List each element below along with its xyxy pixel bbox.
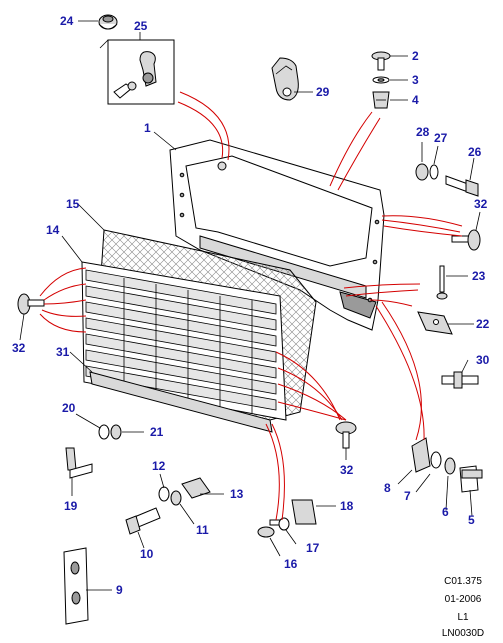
callout-17: 17 bbox=[306, 541, 320, 555]
callout-11: 11 bbox=[196, 523, 209, 537]
callout-32-right: 32 bbox=[474, 197, 488, 211]
mounting-plate-part bbox=[63, 547, 89, 625]
screw-washer-nut-parts bbox=[257, 499, 317, 538]
callout-29: 29 bbox=[316, 85, 330, 99]
push-fastener-left-part bbox=[17, 293, 45, 315]
nut-washer-bolt-parts bbox=[415, 163, 479, 197]
callout-16: 16 bbox=[284, 557, 298, 571]
callout-4: 4 bbox=[412, 93, 419, 107]
stud-part bbox=[441, 371, 479, 389]
seal-strip-part bbox=[89, 371, 273, 433]
callout-labels: 24 25 29 2 3 4 1 28 27 26 32 15 14 23 22… bbox=[12, 14, 490, 597]
push-fastener-bottom-part bbox=[335, 421, 357, 449]
push-fastener-right-part bbox=[451, 229, 481, 251]
callout-19: 19 bbox=[64, 499, 78, 513]
diagram-date: 01-2006 bbox=[444, 594, 482, 605]
callout-23: 23 bbox=[472, 269, 486, 283]
bracket-part bbox=[271, 57, 299, 101]
callout-20: 20 bbox=[62, 401, 76, 415]
diagram-reference: LN0030D bbox=[441, 628, 485, 639]
callout-2: 2 bbox=[412, 49, 419, 63]
callout-27: 27 bbox=[434, 131, 448, 145]
callout-6: 6 bbox=[442, 505, 449, 519]
cap-nut-part bbox=[98, 14, 118, 30]
callout-28: 28 bbox=[416, 125, 430, 139]
callout-18: 18 bbox=[340, 499, 354, 513]
callout-10: 10 bbox=[140, 547, 154, 561]
fitting-lines bbox=[39, 91, 463, 521]
screw-washer-clip-parts bbox=[371, 51, 391, 109]
callout-9: 9 bbox=[116, 583, 123, 597]
callout-3: 3 bbox=[412, 73, 419, 87]
callout-21: 21 bbox=[150, 425, 164, 439]
bracket-plate-part bbox=[417, 311, 453, 335]
callout-7: 7 bbox=[404, 489, 411, 503]
callout-26: 26 bbox=[468, 145, 482, 159]
bolt-washers-left-parts bbox=[65, 424, 122, 479]
callout-15: 15 bbox=[66, 197, 80, 211]
callout-22: 22 bbox=[476, 317, 490, 331]
grille-part bbox=[81, 261, 287, 421]
callout-32-left: 32 bbox=[12, 341, 26, 355]
callout-1: 1 bbox=[144, 121, 151, 135]
callout-8: 8 bbox=[384, 481, 391, 495]
callout-5: 5 bbox=[468, 513, 475, 527]
bolt-clip-parts bbox=[125, 477, 211, 535]
callout-13: 13 bbox=[230, 487, 244, 501]
callout-30: 30 bbox=[476, 353, 490, 367]
latch-washers-bolt-parts bbox=[411, 437, 483, 493]
callout-24: 24 bbox=[60, 14, 74, 28]
diagram-level: L1 bbox=[457, 612, 469, 623]
callout-31: 31 bbox=[56, 345, 70, 359]
callout-12: 12 bbox=[152, 459, 166, 473]
lock-kit-part bbox=[99, 39, 175, 105]
callout-32-bottom: 32 bbox=[340, 463, 354, 477]
callout-14: 14 bbox=[46, 223, 60, 237]
callout-25: 25 bbox=[134, 19, 148, 33]
diagram-code: C01.375 bbox=[444, 576, 482, 587]
grille-panel-part bbox=[169, 139, 385, 331]
rivet-part bbox=[436, 265, 448, 300]
